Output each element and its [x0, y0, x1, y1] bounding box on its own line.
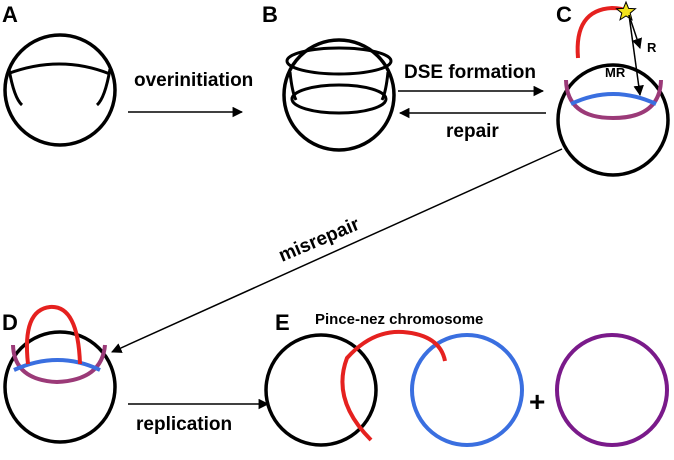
- red-loop-d: [25, 304, 82, 365]
- replication-bubble-left-a: [7, 68, 24, 107]
- star-icon: [615, 0, 637, 21]
- purple-strand-d: [11, 344, 107, 385]
- arrow-misrepair-mr: [628, 14, 644, 97]
- label-r: R: [647, 40, 657, 55]
- arrow-repair-r: [628, 14, 642, 49]
- bubble-lower-b: [290, 83, 388, 115]
- bubble-upper-b: [285, 46, 393, 76]
- purple-strand-c: [564, 79, 663, 121]
- label-repair: repair: [446, 121, 499, 142]
- chromosome-circle-a: [3, 33, 117, 147]
- panel-c: C R MR: [556, 0, 670, 177]
- panel-d: D: [2, 304, 117, 444]
- daughter-circle-blue: [410, 333, 524, 447]
- panel-label-b: B: [262, 2, 278, 27]
- label-pince-nez: Pince-nez chromosome: [315, 311, 483, 328]
- blue-strand-c: [570, 92, 657, 106]
- label-overinitiation: overinitiation: [134, 70, 253, 91]
- panel-label-a: A: [2, 2, 18, 27]
- arrow-c-to-d: [111, 148, 563, 353]
- panel-label-e: E: [275, 310, 290, 335]
- label-mr: MR: [605, 65, 626, 80]
- pince-nez-bridge-red: [340, 329, 447, 442]
- bubble-side-right-b: [380, 71, 390, 101]
- bubble-side-left-b: [288, 71, 298, 101]
- chromosome-circle-b: [282, 38, 396, 152]
- daughter-circle-black: [264, 333, 378, 447]
- product-circle-purple: [555, 333, 669, 447]
- red-broken-strand-c: [575, 5, 628, 59]
- chromosome-circle-d: [3, 330, 117, 444]
- panel-label-d: D: [2, 310, 18, 335]
- replication-bubble-right-a: [95, 68, 112, 107]
- plus-sign: +: [529, 386, 545, 417]
- label-replication: replication: [136, 414, 232, 435]
- blue-strand-d: [13, 358, 101, 372]
- chromosome-circle-c: [556, 63, 670, 177]
- panel-b: B: [262, 2, 396, 152]
- panel-a: A: [2, 2, 117, 147]
- replication-bubble-top-a: [6, 62, 111, 76]
- label-dse-formation: DSE formation: [404, 62, 536, 83]
- panel-label-c: C: [556, 2, 572, 27]
- panel-e: E Pince-nez chromosome +: [264, 310, 669, 447]
